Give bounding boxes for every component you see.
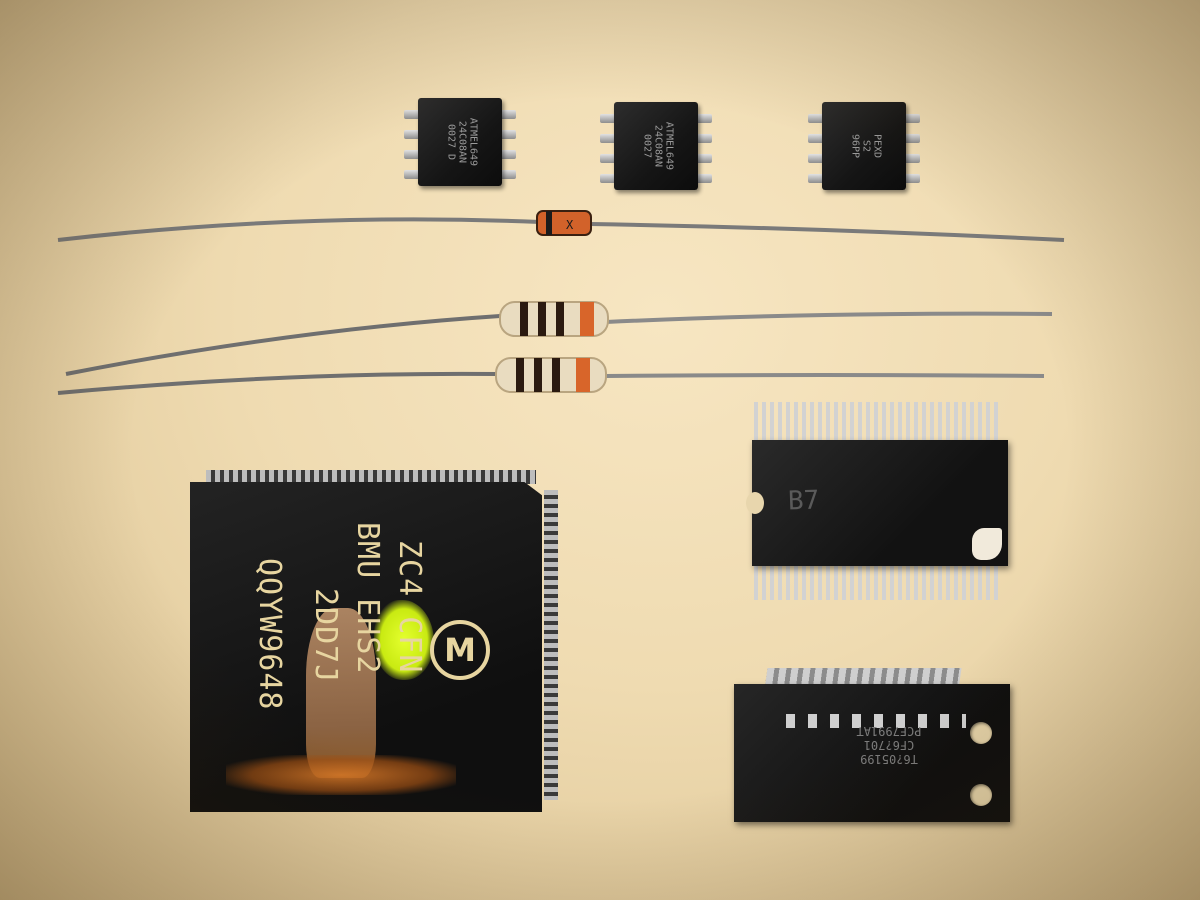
resistor-1-lead-left xyxy=(65,314,501,376)
soic-chip-3-line1: PEXD xyxy=(871,133,883,159)
power-soic-line2: CF6?701 xyxy=(863,738,915,752)
soic-chip-1-body xyxy=(418,98,502,186)
tssop-chip-body: B7 xyxy=(746,440,1008,566)
plcc-chip: M ZC4 CFN BMU EHS2 2DD7J QQYW9648 xyxy=(186,470,558,815)
soic-chip-3-line3: 96PP xyxy=(849,133,861,159)
diode-lead-left xyxy=(57,217,541,242)
resistor-2 xyxy=(495,357,607,393)
svg-text:X: X xyxy=(566,218,574,232)
power-soic-label: T6?05199 CF6?701 PCF7991AT xyxy=(834,724,944,766)
tssop-scratch-mark xyxy=(972,528,1002,560)
resistor-2-lead-left xyxy=(57,371,499,395)
soic-chip-2-body xyxy=(614,102,698,190)
soic-chip-3: PEXD S2 96PP xyxy=(808,102,920,194)
soic-chip-1-line2: 24C08AN xyxy=(456,120,468,164)
tssop-pins-bottom xyxy=(754,564,1002,600)
power-soic-chip-body: T6?05199 CF6?701 PCF7991AT xyxy=(734,684,1010,822)
plcc-pins-top xyxy=(206,470,536,484)
soic-chip-2-line3: 0027 xyxy=(641,133,653,159)
power-soic-chip: T6?05199 CF6?701 PCF7991AT xyxy=(728,668,1010,824)
plcc-orange-paint-mark xyxy=(226,755,456,795)
tssop-pin1-notch xyxy=(746,492,764,514)
power-soic-mount-hole-bottom xyxy=(970,784,992,806)
power-soic-mount-hole-top xyxy=(970,722,992,744)
soic-chip-3-label: PEXD S2 96PP xyxy=(850,114,883,178)
plcc-line2: BMU EHS2 xyxy=(350,522,385,675)
diode: X xyxy=(536,210,592,236)
plcc-line3: 2DD7J xyxy=(308,588,343,684)
plcc-line4: QQYW9648 xyxy=(252,558,287,711)
soic-chip-2-line2: 24C08AN xyxy=(652,124,664,168)
tssop-chip: B7 xyxy=(746,402,1010,600)
diode-lead-right xyxy=(589,222,1065,242)
plcc-brown-paint-mark xyxy=(306,608,376,778)
resistor-1-lead-right xyxy=(605,311,1053,324)
tssop-pins-top xyxy=(754,402,1002,442)
tssop-mark-1: B7 xyxy=(787,485,820,517)
power-soic-line3: T6?05199 xyxy=(860,752,918,766)
plcc-green-paint-mark xyxy=(374,600,434,680)
resistor-2-lead-right xyxy=(605,373,1045,378)
plcc-line1: ZC4 CFN xyxy=(392,540,427,674)
power-soic-line1: PCF7991AT xyxy=(856,724,922,738)
power-soic-pads xyxy=(786,714,966,728)
soic-chip-2-label: ATMEL649 24C08AN 0027 xyxy=(642,114,675,178)
soic-chip-1-label: ATMEL649 24C08AN 0027 D xyxy=(446,110,479,174)
resistor-1 xyxy=(499,301,609,337)
soic-chip-1-line3: 0027 D xyxy=(445,123,457,161)
soic-chip-2: ATMEL649 24C08AN 0027 xyxy=(600,102,712,194)
soic-chip-2-line1: ATMEL649 xyxy=(663,121,675,171)
soic-chip-1-line1: ATMEL649 xyxy=(467,117,479,167)
soic-chip-1: ATMEL649 24C08AN 0027 D xyxy=(404,98,516,190)
soic-chip-3-body xyxy=(822,102,906,190)
soic-chip-3-line2: S2 xyxy=(860,139,872,153)
motorola-logo-icon: M xyxy=(430,620,490,680)
plcc-pins-right xyxy=(544,490,558,800)
